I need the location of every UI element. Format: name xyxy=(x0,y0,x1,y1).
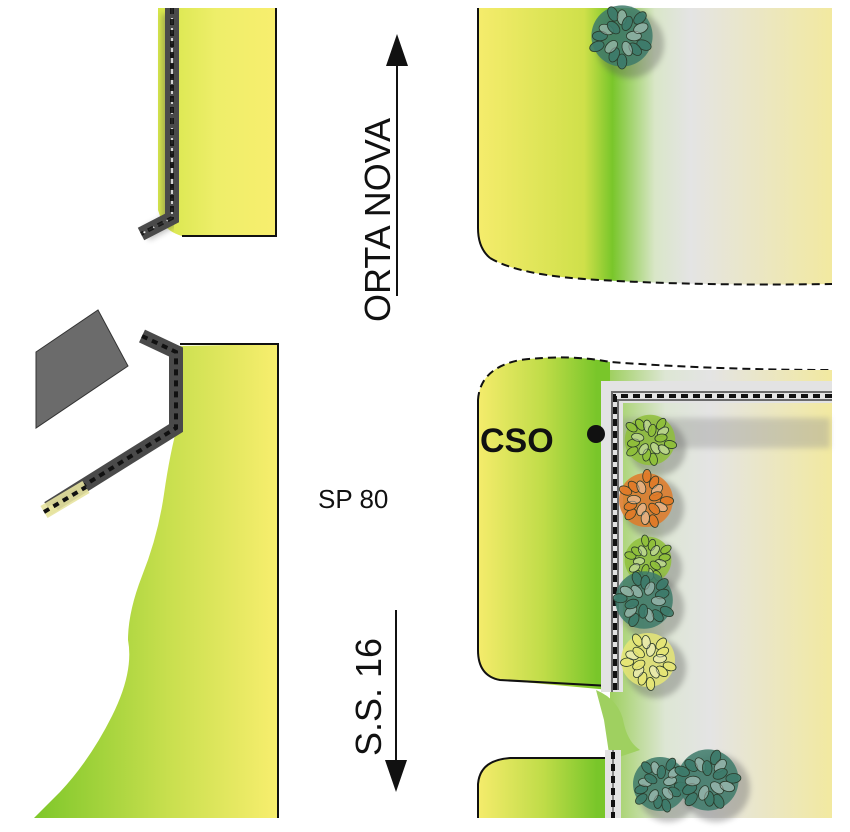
tree-icon xyxy=(674,749,750,822)
tree-icon xyxy=(612,571,684,640)
boundary-wall-lower-left xyxy=(40,329,183,519)
dot-marker-icon xyxy=(587,425,605,443)
cso-label: CSO xyxy=(480,422,554,460)
tree-icon xyxy=(589,5,664,78)
field-top-right xyxy=(477,8,833,286)
road-name-label: SP 80 xyxy=(318,484,388,514)
tree-group xyxy=(589,5,750,822)
road-label-north: ORTA NOVA xyxy=(357,118,398,322)
tree-icon xyxy=(620,633,686,698)
tree-icon xyxy=(618,469,684,538)
boundary-wall-top-left xyxy=(137,8,179,241)
tree-icon xyxy=(633,757,698,822)
tree-icon xyxy=(624,414,686,476)
arrow-up-icon xyxy=(386,34,408,296)
field-bottom-right xyxy=(477,750,621,818)
boundary-wall-cso xyxy=(601,381,832,692)
field-lower-left xyxy=(34,309,279,818)
road-label-south: S.S. 16 xyxy=(348,638,389,756)
building xyxy=(35,309,129,429)
field-top-left xyxy=(137,8,277,241)
arrow-down-icon xyxy=(385,610,407,792)
